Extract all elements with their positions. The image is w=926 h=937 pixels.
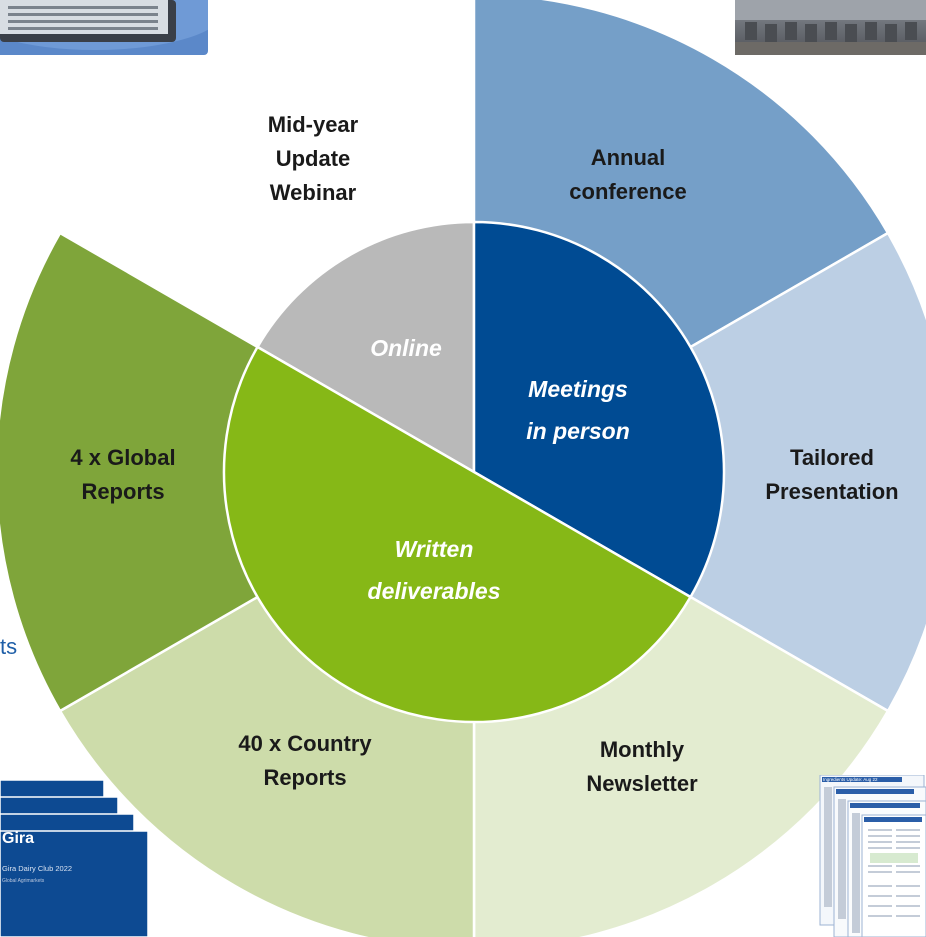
conference-room-image — [735, 0, 926, 55]
report-logo: Gira — [2, 830, 35, 847]
report-cover-image — [0, 780, 148, 937]
newsletter-image: Ingredients Update: Aug 22 — [818, 775, 926, 937]
report-subtitle: Gira Dairy Club 2022 — [2, 864, 73, 873]
partial-side-text: ts — [0, 634, 18, 659]
laptop-image — [0, 0, 208, 55]
report-footer: Global Agrimarkets — [2, 878, 45, 884]
inner-segment-meetings — [472, 220, 726, 599]
inner-segment-online — [255, 220, 476, 475]
inner-segment-written — [222, 345, 693, 724]
inner-label-online: Online — [370, 335, 442, 361]
svg-text:Ingredients Update: Aug 22: Ingredients Update: Aug 22 — [823, 777, 878, 782]
